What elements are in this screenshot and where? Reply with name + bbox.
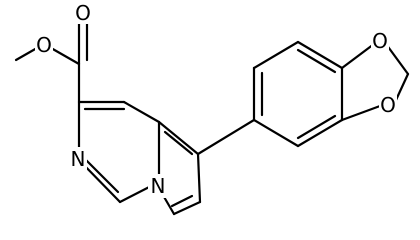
atom-n-pyrimidine: N: [69, 147, 87, 171]
atom-label-n: N: [151, 174, 166, 198]
bond-o-top-ch2: [384, 42, 410, 76]
bond-o-bottom-b5: [340, 104, 382, 122]
atom-o-dioxole-top: O: [371, 29, 389, 53]
atom-o-dioxole-bottom: O: [379, 93, 397, 117]
bond-c1-n2-inner: [84, 158, 120, 194]
chemical-structure: O O N N O O: [14, 1, 410, 216]
bond-c4-c4a: [122, 100, 161, 124]
bond-c5-aryl: [196, 118, 256, 156]
bond-c4a-c5: [157, 120, 200, 156]
bond-b4-o-top: [340, 42, 376, 70]
bond-c5-c6: [196, 152, 202, 204]
bond-ch2-o-bottom: [394, 72, 410, 102]
atom-label-o: O: [380, 93, 396, 117]
bond-b5-b6-inner: [296, 114, 337, 140]
bond-c4a-c5-inner: [163, 130, 194, 156]
bond-b6-b1: [252, 118, 300, 148]
atom-label-o: O: [36, 33, 52, 57]
atom-label-n: N: [71, 147, 86, 171]
bond-b2-b3: [252, 40, 300, 70]
bond-b3-b4-inner: [296, 48, 337, 74]
bond-b3-b4: [296, 40, 344, 70]
atom-o-carbonyl: O: [74, 1, 92, 25]
atom-n-bridgehead: N: [148, 174, 168, 198]
atom-o-ester-single: O: [35, 33, 53, 57]
bond-b5-b6: [296, 118, 344, 148]
atom-label-o: O: [372, 29, 388, 53]
bond-c6-c7: [172, 200, 202, 216]
bond-c6-c7-inner: [170, 194, 194, 208]
atom-label-o: O: [75, 1, 91, 25]
